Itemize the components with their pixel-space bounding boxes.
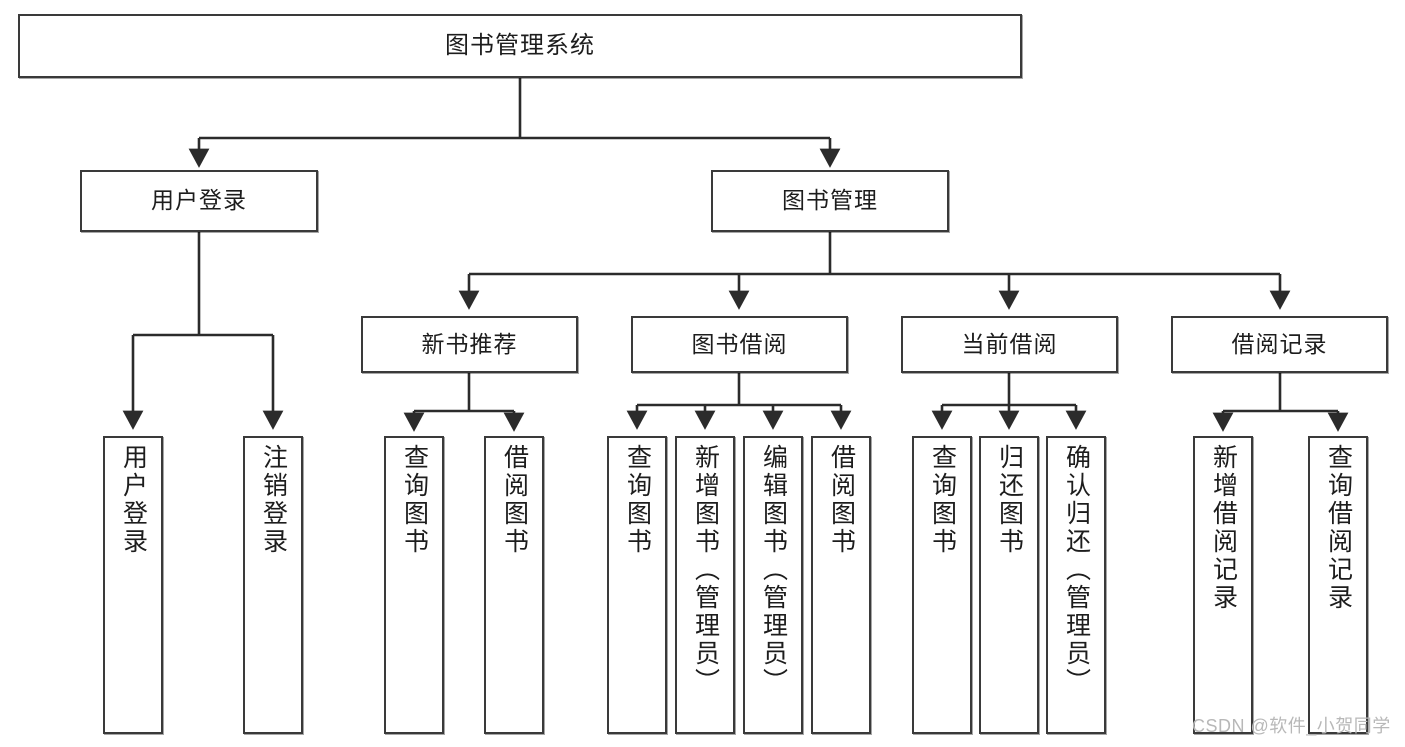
- node-leaf-add-record[interactable]: 新增借阅记录: [1193, 436, 1253, 734]
- node-book-manage[interactable]: 图书管理: [711, 170, 949, 232]
- node-label: 用户登录: [119, 444, 148, 556]
- node-leaf-borrow-book-1[interactable]: 借阅图书: [484, 436, 544, 734]
- node-leaf-confirm-return[interactable]: 确认归还（管理员）: [1046, 436, 1106, 734]
- node-book-management-system[interactable]: 图书管理系统: [18, 14, 1022, 78]
- node-leaf-query-book-1[interactable]: 查询图书: [384, 436, 444, 734]
- node-label: 借阅图书: [827, 444, 856, 556]
- node-leaf-user-logout[interactable]: 注销登录: [243, 436, 303, 734]
- node-label: 图书管理系统: [445, 31, 595, 59]
- node-leaf-query-record[interactable]: 查询借阅记录: [1308, 436, 1368, 734]
- node-leaf-query-book-2[interactable]: 查询图书: [607, 436, 667, 734]
- node-leaf-return-book[interactable]: 归还图书: [979, 436, 1039, 734]
- node-leaf-user-login[interactable]: 用户登录: [103, 436, 163, 734]
- node-label: 新书推荐: [421, 330, 518, 357]
- node-label: 图书借阅: [691, 330, 788, 357]
- node-label: 编辑图书（管理员）: [759, 444, 788, 696]
- node-label: 归还图书: [995, 444, 1024, 556]
- node-current-borrow[interactable]: 当前借阅: [901, 316, 1118, 373]
- node-label: 当前借阅: [961, 330, 1058, 357]
- node-leaf-query-book-3[interactable]: 查询图书: [912, 436, 972, 734]
- node-book-borrow[interactable]: 图书借阅: [631, 316, 848, 373]
- node-label: 查询图书: [400, 444, 429, 556]
- node-user-login[interactable]: 用户登录: [80, 170, 318, 232]
- node-label: 确认归还（管理员）: [1062, 444, 1091, 696]
- node-borrow-record[interactable]: 借阅记录: [1171, 316, 1388, 373]
- node-leaf-add-book[interactable]: 新增图书（管理员）: [675, 436, 735, 734]
- csdn-watermark: CSDN @软件_小贺同学: [1192, 716, 1391, 736]
- node-new-book-rec[interactable]: 新书推荐: [361, 316, 578, 373]
- node-leaf-edit-book[interactable]: 编辑图书（管理员）: [743, 436, 803, 734]
- node-label: 借阅记录: [1231, 330, 1328, 357]
- node-label: 借阅图书: [500, 444, 529, 556]
- node-label: 新增图书（管理员）: [691, 444, 720, 696]
- node-label: 查询借阅记录: [1324, 444, 1353, 612]
- node-label: 新增借阅记录: [1209, 444, 1238, 612]
- node-label: 用户登录: [151, 187, 247, 214]
- node-leaf-borrow-book-2[interactable]: 借阅图书: [811, 436, 871, 734]
- node-label: 查询图书: [928, 444, 957, 556]
- node-label: 查询图书: [623, 444, 652, 556]
- node-label: 图书管理: [782, 187, 878, 214]
- node-label: 注销登录: [259, 444, 288, 556]
